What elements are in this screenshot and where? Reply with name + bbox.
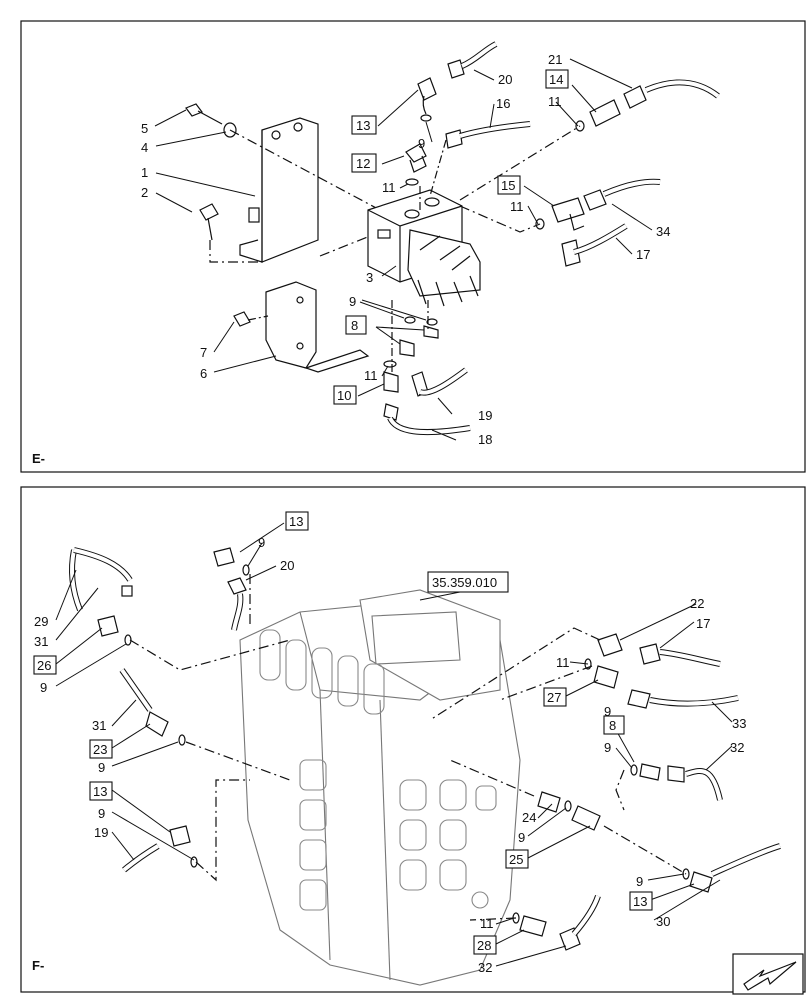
callout-f-9h: 9 — [604, 704, 611, 719]
callout-21: 21 — [548, 52, 562, 67]
callout-f-33: 33 — [732, 716, 746, 731]
callout-34: 34 — [656, 224, 670, 239]
callout-4: 4 — [141, 140, 148, 155]
callout-11d: 11 — [510, 199, 524, 214]
callout-f-9a: 9 — [258, 535, 265, 550]
callout-1: 1 — [141, 165, 148, 180]
callout-16: 16 — [496, 96, 510, 111]
arrow-icon — [743, 961, 797, 991]
callout-f-11b: 11 — [480, 916, 494, 931]
callout-11a: 11 — [382, 180, 396, 195]
callout-f-11a: 11 — [556, 655, 570, 670]
callout-f-9f: 9 — [518, 830, 525, 845]
panel-f-fittings — [69, 547, 804, 995]
reference-code: 35.359.010 — [432, 575, 497, 590]
callout-f-19: 19 — [94, 825, 108, 840]
panel-e-labels: 1 2 3 4 5 6 7 9 9 11 11 11 11 16 17 18 1… — [141, 52, 670, 447]
callout-f-24: 24 — [522, 810, 536, 825]
callout-box-8: 8 — [351, 318, 358, 333]
callout-17: 17 — [636, 247, 650, 262]
panel-e-frame — [20, 20, 806, 473]
callout-f-box-13b: 13 — [93, 784, 107, 799]
callout-box-10: 10 — [337, 388, 351, 403]
panel-f-labels: 9 9 9 9 9 9 9 9 11 11 17 19 20 22 24 29 … — [34, 535, 746, 975]
callout-20: 20 — [498, 72, 512, 87]
callout-f-9c: 9 — [98, 760, 105, 775]
callout-box-12: 12 — [356, 156, 370, 171]
callout-box-15: 15 — [501, 178, 515, 193]
callout-f-31b: 31 — [92, 718, 106, 733]
panel-f-frame — [20, 486, 806, 993]
callout-11b: 11 — [364, 368, 378, 383]
callout-3: 3 — [366, 270, 373, 285]
callout-2: 2 — [141, 185, 148, 200]
callout-18: 18 — [478, 432, 492, 447]
reference-box: 35.359.010 — [427, 571, 509, 593]
callout-f-box-28: 28 — [477, 938, 491, 953]
callout-box-13: 13 — [356, 118, 370, 133]
panel-f-code: F- — [32, 958, 44, 973]
callout-9b: 9 — [418, 136, 425, 151]
callout-9a: 9 — [349, 294, 356, 309]
callout-f-17: 17 — [696, 616, 710, 631]
callout-f-31a: 31 — [34, 634, 48, 649]
callout-f-30: 30 — [656, 914, 670, 929]
panel-e-drawing — [185, 41, 720, 436]
callout-f-box-26: 26 — [37, 658, 51, 673]
callout-f-box-13a: 13 — [289, 514, 303, 529]
callout-f-box-13c: 13 — [633, 894, 647, 909]
callout-f-9b: 9 — [40, 680, 47, 695]
callout-f-32a: 32 — [730, 740, 744, 755]
leader-lines — [55, 58, 733, 967]
callout-f-9e: 9 — [604, 740, 611, 755]
callout-f-9g: 9 — [636, 874, 643, 889]
panel-f-boxed-labels: 8 13 13 13 23 25 26 27 28 — [33, 511, 653, 955]
callout-f-box-8: 8 — [609, 718, 616, 733]
callout-6: 6 — [200, 366, 207, 381]
callout-7: 7 — [200, 345, 207, 360]
callout-f-9d: 9 — [98, 806, 105, 821]
callout-box-14: 14 — [549, 72, 563, 87]
callout-f-box-23: 23 — [93, 742, 107, 757]
callout-5: 5 — [141, 121, 148, 136]
panel-f-drawing — [239, 589, 521, 986]
callout-f-22: 22 — [690, 596, 704, 611]
panel-e-boxed-labels: 8 10 12 13 14 15 — [333, 69, 569, 405]
callout-f-box-25: 25 — [509, 852, 523, 867]
callout-19: 19 — [478, 408, 492, 423]
callout-f-20: 20 — [280, 558, 294, 573]
callout-11c: 11 — [548, 94, 562, 109]
callout-f-29: 29 — [34, 614, 48, 629]
panel-e-code: E- — [32, 451, 45, 466]
callout-f-32b: 32 — [478, 960, 492, 975]
callout-f-box-27: 27 — [547, 690, 561, 705]
